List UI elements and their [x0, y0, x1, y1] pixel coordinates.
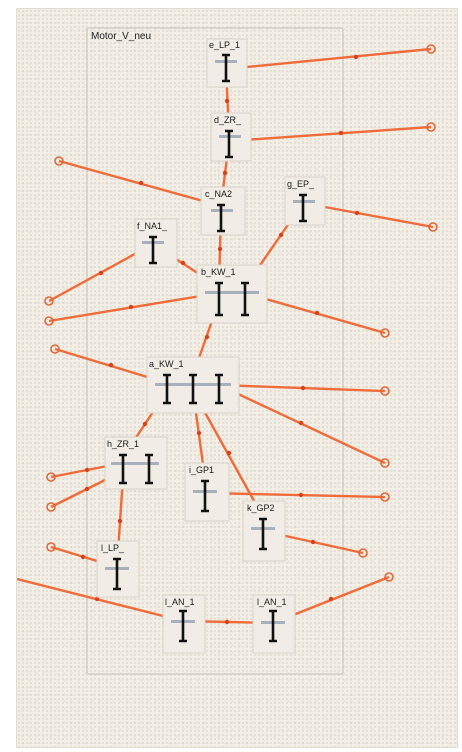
component-label-n: l_AN_1	[257, 597, 287, 607]
component-d[interactable]: d_ZR_	[210, 112, 252, 162]
component-label-b: b_KW_1	[201, 267, 236, 277]
pin-icon	[105, 557, 129, 591]
component-f[interactable]: f_NA1_	[134, 218, 178, 268]
diagram-canvas: Motor_V_neu	[16, 8, 458, 748]
component-k[interactable]: k_GP2	[242, 500, 286, 562]
pin-icon	[171, 609, 195, 643]
component-m[interactable]: l_AN_1	[162, 594, 206, 654]
pin-icon	[205, 281, 259, 317]
wire-b-left[interactable]	[44, 291, 220, 326]
pin-icon	[111, 453, 159, 485]
pin-icon	[261, 609, 285, 643]
wire-left-m[interactable]	[16, 577, 184, 623]
pin-icon	[193, 479, 217, 513]
component-label-c: c_NA2	[205, 189, 232, 199]
component-h[interactable]: h_ZR_1	[104, 436, 168, 490]
wiring-diagram: Motor_V_neu	[16, 27, 438, 675]
pin-icon	[215, 53, 237, 83]
pin-icon	[211, 203, 233, 233]
pin-icon	[142, 235, 164, 265]
component-e[interactable]: e_LP_1	[206, 38, 248, 88]
component-g[interactable]: g_EP_	[284, 176, 326, 226]
component-l[interactable]: l_LP_	[96, 540, 140, 598]
wire-a-right-2[interactable]	[218, 383, 390, 468]
wire-b-right[interactable]	[244, 291, 390, 338]
pin-icon	[155, 373, 231, 405]
component-label-k: k_GP2	[247, 503, 275, 513]
component-label-l: l_LP_	[101, 543, 125, 553]
component-layer: e_LP_1 d_ZR_ c_NA2	[96, 38, 326, 654]
assembly-frame: Motor_V_neu	[86, 27, 344, 675]
wire-d-right[interactable]	[228, 122, 436, 143]
component-label-g: g_EP_	[287, 179, 315, 189]
component-n[interactable]: l_AN_1	[252, 594, 296, 654]
wire-left-c[interactable]	[54, 156, 222, 208]
component-label-f: f_NA1_	[137, 221, 168, 231]
wire-e-right[interactable]	[225, 44, 436, 71]
pin-icon	[219, 129, 241, 159]
component-a[interactable]: a_KW_1	[146, 356, 240, 414]
component-label-e: e_LP_1	[209, 40, 240, 50]
pin-icon	[293, 193, 315, 223]
assembly-title: Motor_V_neu	[91, 31, 151, 42]
component-label-h: h_ZR_1	[107, 439, 139, 449]
component-label-d: d_ZR_	[214, 115, 242, 125]
component-b[interactable]: b_KW_1	[196, 264, 268, 324]
component-c[interactable]: c_NA2	[200, 186, 246, 236]
wire-a-right-1[interactable]	[218, 383, 390, 396]
pin-icon	[251, 517, 275, 551]
component-i[interactable]: i_GP1	[184, 462, 230, 522]
component-label-a: a_KW_1	[149, 359, 184, 369]
wire-i-right[interactable]	[204, 491, 390, 502]
component-label-m: l_AN_1	[165, 597, 195, 607]
component-label-i: i_GP1	[189, 465, 214, 475]
